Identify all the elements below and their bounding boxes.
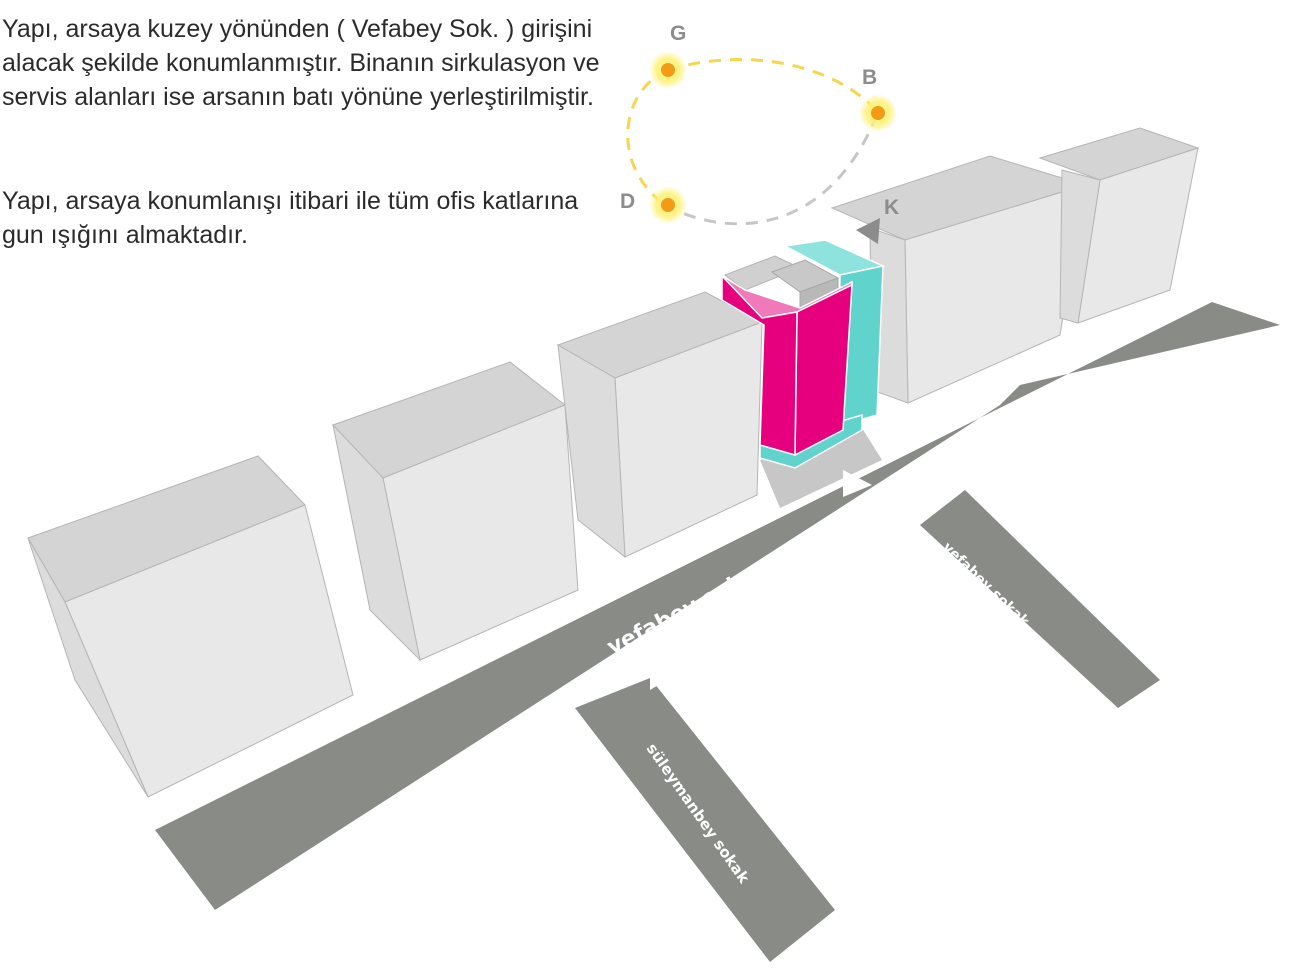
entrance-arrow-icon [843, 470, 872, 497]
road-network [155, 302, 1280, 962]
compass-label-d: D [620, 190, 635, 213]
building-2-side [332, 423, 421, 662]
building-3 [556, 291, 764, 559]
sun-orbit-arc-top [667, 58, 880, 114]
sun-path: G B D K [620, 22, 899, 244]
building-1 [27, 455, 354, 798]
building-1-side [27, 537, 149, 798]
office-tower [721, 239, 886, 469]
sun-orbit-arc-bottom [664, 111, 880, 226]
sun-icon [649, 186, 687, 224]
description-paragraph-2: Yapı, arsaya konumlanışı itibari ile tüm… [2, 187, 579, 249]
compass-label-b: B [862, 66, 877, 89]
road-vefabey-side [920, 490, 1160, 708]
building-5-side [1059, 169, 1101, 324]
compass-label-g: G [670, 22, 686, 45]
sun-icon [859, 94, 897, 132]
north-arrow-icon [856, 218, 880, 244]
building-3-side [557, 344, 626, 559]
sun-orbit-line [626, 68, 669, 207]
plot-footprint [760, 428, 882, 508]
building-2 [332, 361, 579, 662]
tower-magenta-side [721, 274, 798, 456]
road-corner-left [649, 524, 920, 690]
compass-label-k: K [884, 196, 899, 219]
road-vefabey-main [155, 302, 1280, 910]
tower-magenta-front [794, 283, 853, 457]
road-suleymanbey [575, 678, 835, 962]
description-paragraph-1: Yapı, arsaya kuzey yönünden ( Vefabey So… [2, 15, 600, 111]
building-5 [1038, 127, 1200, 324]
sun-icon [649, 51, 687, 89]
